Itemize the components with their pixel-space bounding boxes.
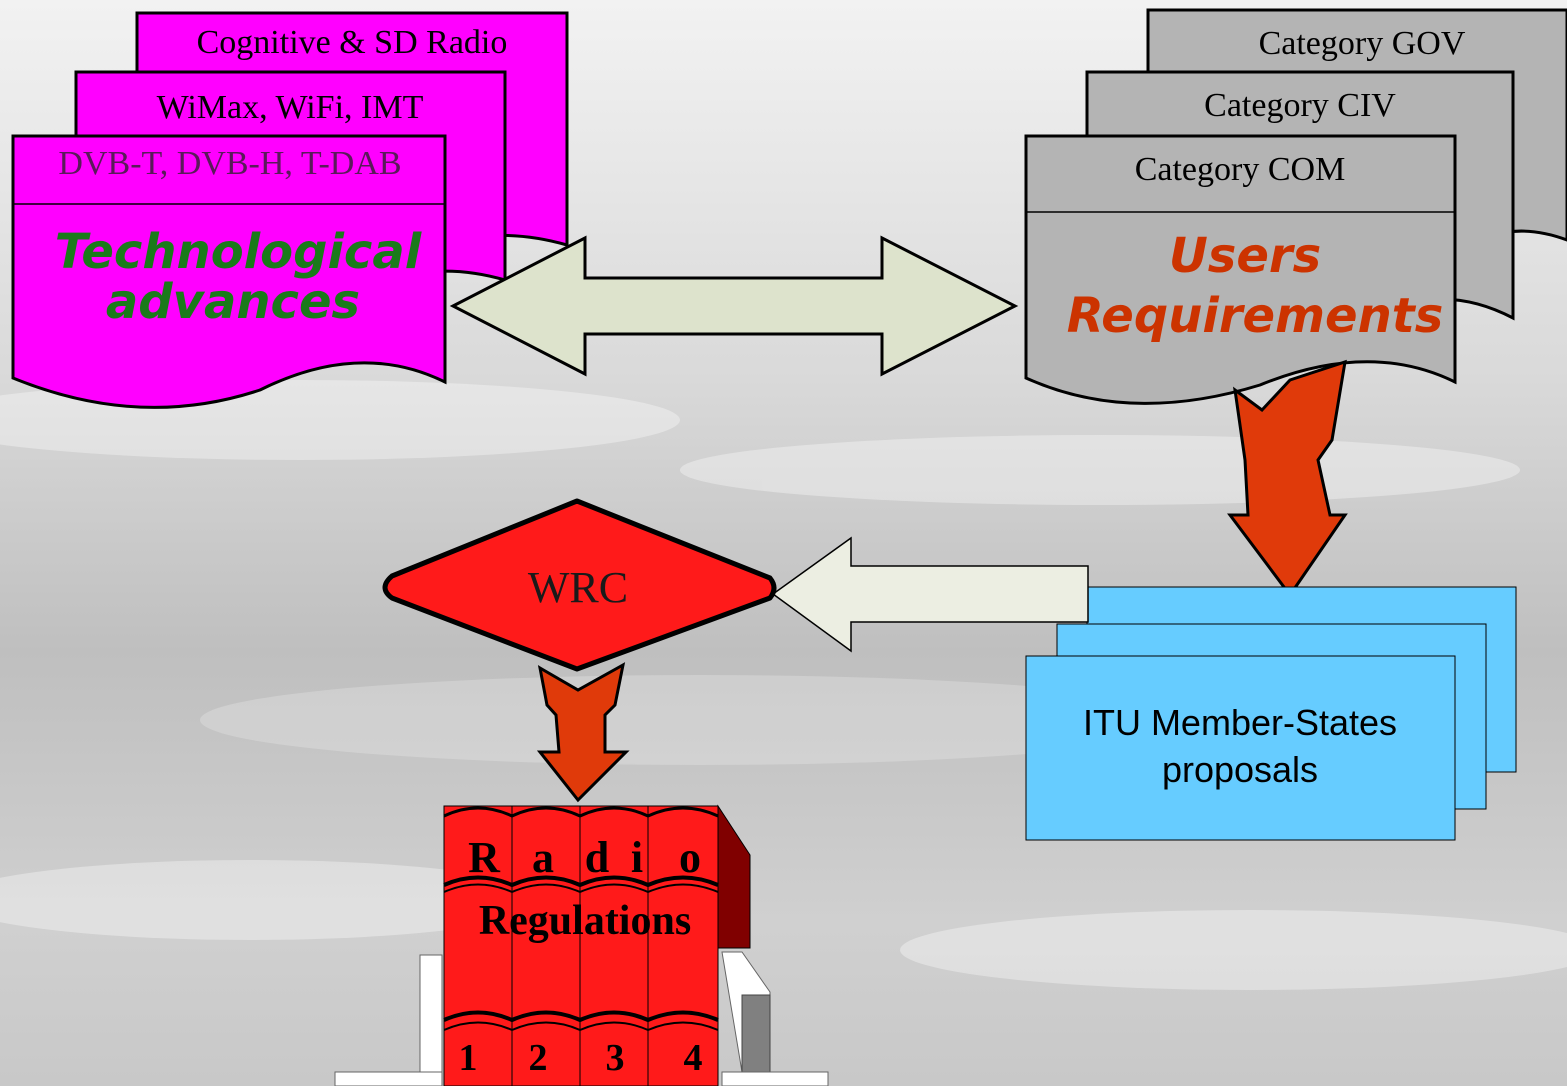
users-cat-gov-label: Category GOV xyxy=(1259,25,1466,62)
red-down-arrow-users xyxy=(1227,359,1348,598)
users-title-line2: Requirements xyxy=(1067,288,1444,344)
bookends xyxy=(334,951,829,1086)
users-doc-front xyxy=(1024,134,1457,405)
book-volume-1 xyxy=(443,805,513,1086)
books-title-letter-1: R xyxy=(468,833,501,882)
double-arrow xyxy=(449,235,1019,377)
tech-title-line1: Technological xyxy=(55,224,422,280)
wrc-diamond xyxy=(382,498,777,672)
proposal-line1: ITU Member-States xyxy=(1083,702,1397,743)
proposal-line2: proposals xyxy=(1162,749,1318,790)
tech-doc1-label: Cognitive & SD Radio xyxy=(197,24,508,61)
tech-title-line2: advances xyxy=(106,274,360,330)
books-title-letter-5: o xyxy=(679,833,701,882)
arrow-to-wrc xyxy=(771,536,1089,653)
books-title-letter-2: a xyxy=(532,833,554,882)
proposal-sheet-front xyxy=(1025,655,1456,841)
book-volume-number-1: 1 xyxy=(459,1037,478,1079)
tech-doc2-label: WiMax, WiFi, IMT xyxy=(157,89,424,126)
users-title-line1: Users xyxy=(1169,228,1321,284)
red-down-arrow-wrc xyxy=(536,662,630,803)
tech-doc3-label: DVB-T, DVB-H, T-DAB xyxy=(58,145,401,182)
books-title-letter-3: d xyxy=(585,833,609,882)
book-volume-number-2: 2 xyxy=(529,1037,548,1079)
books-title-letter-4: i xyxy=(631,833,643,882)
users-cat-com-label: Category COM xyxy=(1135,151,1346,188)
book-volume-4 xyxy=(647,805,719,1086)
book-volume-3 xyxy=(579,805,649,1086)
book-volume-number-3: 3 xyxy=(606,1037,625,1079)
radio-regulations-books xyxy=(443,804,751,1086)
book-volume-number-4: 4 xyxy=(684,1037,703,1079)
books-subtitle: Regulations xyxy=(479,898,691,944)
users-cat-civ-label: Category CIV xyxy=(1204,87,1396,124)
tech-doc-front xyxy=(11,134,447,409)
wrc-label: WRC xyxy=(528,563,628,612)
book-volume-2 xyxy=(511,805,581,1086)
